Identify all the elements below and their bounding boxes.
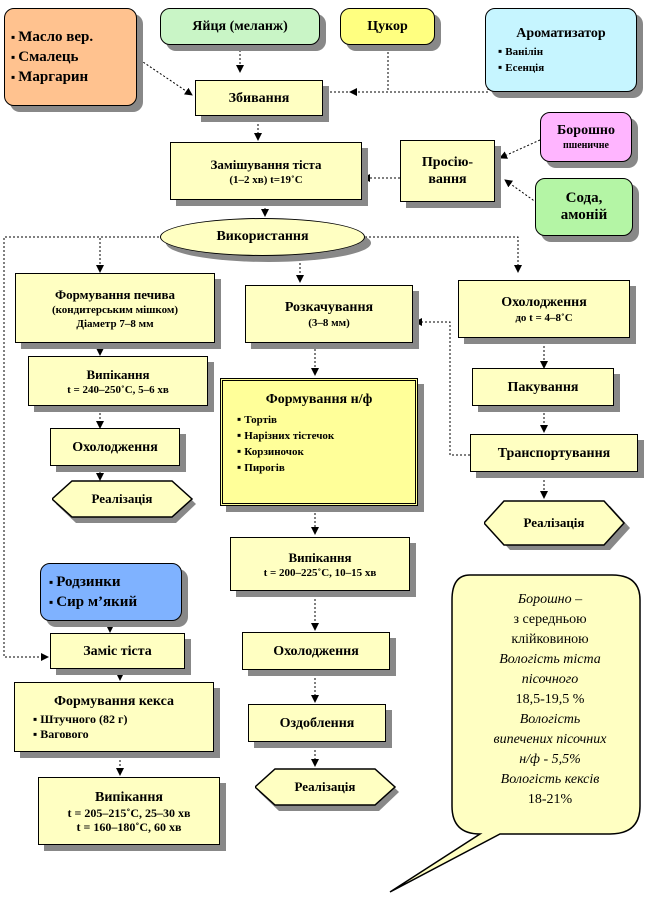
sifting-box: Просію- вання: [400, 140, 495, 202]
right-sale-hex: Реалізація: [484, 500, 630, 550]
usage-label: Використання: [216, 229, 309, 244]
usage-ellipse: Використання: [160, 218, 365, 256]
semi-baking-title: Випікання: [288, 549, 352, 565]
soda-line: Сода,: [565, 190, 603, 206]
soda-box: Сода, амоній: [535, 178, 633, 236]
transport-box: Транспортування: [470, 434, 638, 472]
semi-forming-title: Формування н/ф: [265, 392, 373, 407]
cake-forming-item: Штучного (82 г): [33, 712, 127, 727]
note-line: н/ф - 5,5%: [519, 752, 581, 767]
flavor-item: Есенція: [498, 60, 544, 76]
raisins-item: Сир м’який: [49, 592, 137, 612]
cake-baking-box: Випікання t = 205–215˚С, 25–30 хв t = 16…: [38, 777, 220, 845]
kneading-title: Замішування тіста: [210, 156, 322, 172]
right-sale-label: Реалізація: [523, 515, 585, 530]
fats-item: Смалець: [11, 47, 93, 67]
cookie-forming-diameter: Діаметр 7–8 мм: [76, 317, 154, 330]
semi-cooling-label: Охолодження: [273, 643, 359, 659]
decorating-box: Оздоблення: [248, 704, 386, 742]
kneading-sub: (1–2 хв) t=19˚С: [229, 173, 303, 186]
semi-forming-item: Корзиночок: [237, 444, 334, 460]
semi-forming-item: Нарізних тістечок: [237, 428, 334, 444]
cake-forming-title: Формування кекса: [54, 693, 174, 709]
cookie-baking-title: Випікання: [86, 366, 150, 382]
raisins-item: Родзинки: [49, 572, 137, 592]
semi-forming-item: Тортів: [237, 412, 334, 428]
rolling-box: Розкачування (3–8 мм): [245, 285, 413, 343]
sifting-line: вання: [428, 172, 467, 187]
note-line: випечених пісочних: [493, 732, 607, 747]
flour-title: Борошно: [557, 122, 615, 138]
fats-item: Маргарин: [11, 67, 93, 87]
flour-box: Борошно пшеничне: [540, 112, 632, 162]
note-line: Вологість кексів: [500, 772, 600, 787]
sugar-label: Цукор: [367, 19, 408, 34]
note-line: Борошно –: [517, 592, 583, 607]
note-line: клійковиною: [511, 632, 589, 647]
cake-baking-sub2: t = 160–180˚С, 60 хв: [76, 819, 182, 834]
note-callout: Борошно – з середньою клійковиною Вологі…: [460, 590, 640, 810]
note-line: 18-21%: [527, 792, 573, 807]
semi-sale-label: Реалізація: [294, 779, 356, 794]
semi-cooling-box: Охолодження: [242, 632, 390, 670]
semi-forming-box: Формування н/ф Тортів Нарізних тістечок …: [220, 378, 418, 506]
semi-sale-hex: Реалізація: [255, 768, 399, 811]
cake-forming-item: Вагового: [33, 727, 127, 742]
decorating-label: Оздоблення: [279, 715, 355, 731]
eggs-label: Яйця (меланж): [192, 19, 288, 34]
note-line: Вологість тіста: [499, 652, 601, 667]
whipping-box: Збивання: [195, 80, 323, 116]
kneading-box: Замішування тіста (1–2 хв) t=19˚С: [170, 142, 362, 200]
cookie-cooling-label: Охолодження: [72, 439, 158, 455]
semi-forming-item: Пирогів: [237, 460, 334, 476]
soda-line: амоній: [560, 207, 608, 223]
cookie-forming-box: Формування печива (кондитерським мішком)…: [15, 273, 215, 343]
chilling-title: Охолодження: [501, 294, 587, 310]
cookie-sale-hex: Реалізація: [52, 480, 196, 523]
cookie-forming-sub: (кондитерським мішком): [51, 303, 179, 316]
note-line: 18,5-19,5 %: [515, 692, 585, 707]
note-line: Вологість: [519, 712, 581, 727]
raisins-box: Родзинки Сир м’який: [40, 563, 182, 621]
cookie-forming-title: Формування печива: [54, 286, 176, 302]
sugar-box: Цукор: [340, 8, 435, 45]
flavor-item: Ванілін: [498, 44, 544, 60]
sifting-line: Просію-: [421, 155, 474, 170]
cake-forming-box: Формування кекса Штучного (82 г) Ваговог…: [14, 682, 214, 752]
cookie-baking-sub: t = 240–250˚С, 5–6 хв: [67, 383, 169, 396]
rolling-title: Розкачування: [284, 299, 374, 315]
chilling-box: Охолодження до t = 4–8˚С: [458, 280, 630, 338]
semi-baking-sub: t = 200–225˚С, 10–15 хв: [263, 566, 377, 579]
cake-baking-title: Випікання: [95, 789, 163, 805]
cake-baking-sub: t = 205–215˚С, 25–30 хв: [67, 805, 191, 820]
fats-box: Масло вер. Смалець Маргарин: [4, 8, 137, 106]
packing-box: Пакування: [472, 368, 614, 406]
semi-baking-box: Випікання t = 200–225˚С, 10–15 хв: [230, 537, 410, 591]
fats-item: Масло вер.: [11, 27, 93, 47]
whipping-label: Збивання: [228, 90, 290, 106]
eggs-box: Яйця (меланж): [160, 8, 320, 45]
note-line: з середньою: [513, 612, 587, 627]
flavor-box: Ароматизатор Ванілін Есенція: [485, 8, 637, 92]
transport-label: Транспортування: [497, 445, 611, 461]
flavor-title: Ароматизатор: [516, 25, 606, 41]
cookie-cooling-box: Охолодження: [50, 428, 180, 466]
cake-kneading-box: Заміс тіста: [50, 633, 185, 669]
note-line: пісочного: [521, 672, 579, 687]
cookie-sale-label: Реалізація: [91, 491, 153, 506]
rolling-sub: (3–8 мм): [308, 316, 350, 329]
cake-kneading-label: Заміс тіста: [83, 643, 152, 659]
cookie-baking-box: Випікання t = 240–250˚С, 5–6 хв: [28, 356, 208, 406]
chilling-sub: до t = 4–8˚С: [515, 311, 573, 324]
flour-sub: пшеничне: [562, 139, 609, 151]
packing-label: Пакування: [507, 379, 579, 395]
